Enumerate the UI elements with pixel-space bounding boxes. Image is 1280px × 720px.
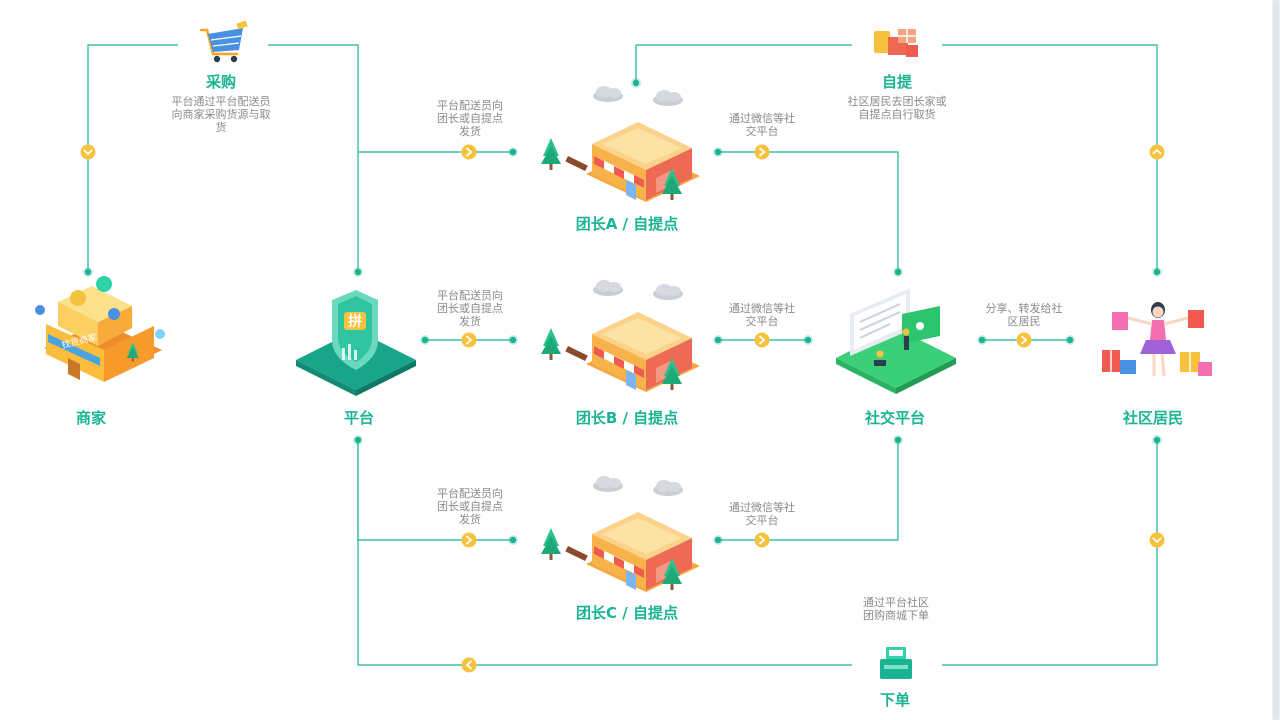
- line-residents-order: [942, 440, 1158, 666]
- desc-deliver-a: 平台配送员向团长或自提点发货: [437, 99, 503, 138]
- merchant-building-icon: [35, 276, 165, 382]
- community-residents-icon: [1102, 302, 1212, 377]
- arrow-right-icon: [1015, 331, 1033, 349]
- node-label-platform: 平台: [343, 409, 375, 427]
- desc-deliver-c: 平台配送员向团长或自提点发货: [437, 487, 503, 526]
- node-label-social: 社交平台: [864, 409, 926, 427]
- arrow-left-icon: [460, 656, 478, 674]
- platform-shield-icon: 拼: [296, 290, 416, 396]
- desc-share: 分享、转发给社区居民: [985, 302, 1063, 328]
- arrow-right-icon: [753, 143, 771, 161]
- node-label-order: 下单: [879, 691, 911, 709]
- leader-c-shop-icon: [541, 476, 700, 592]
- line-pickup-residents: [942, 44, 1158, 272]
- desc-deliver-b: 平台配送员向团长或自提点发货: [437, 289, 503, 328]
- desc-order: 通过平台社区团购商城下单: [863, 596, 929, 622]
- shopping-cart-icon: [199, 20, 248, 63]
- cash-register-icon: [880, 647, 912, 679]
- vertical-scrollbar[interactable]: [1272, 0, 1280, 720]
- desc-wechat-c: 通过微信等社交平台: [729, 501, 795, 527]
- node-label-pickup: 自提: [881, 73, 913, 91]
- gift-boxes-icon: [874, 29, 918, 57]
- line-merchant-purchase: [87, 44, 178, 272]
- line-leader-c-social: [718, 440, 899, 541]
- node-label-leader-a: 团长A / 自提点: [575, 215, 679, 233]
- connector-lines: [87, 44, 1158, 666]
- arrow-right-icon: [460, 143, 478, 161]
- platform-badge: 拼: [348, 313, 362, 330]
- line-leader-a-social: [718, 151, 899, 272]
- node-label-leader-b: 团长B / 自提点: [575, 409, 679, 427]
- node-label-merchant: 商家: [75, 409, 107, 427]
- line-order-platform: [357, 440, 852, 666]
- node-label-leader-c: 团长C / 自提点: [576, 604, 678, 622]
- arrow-down-icon: [1148, 531, 1166, 549]
- desc-wechat-a: 通过微信等社交平台: [729, 112, 795, 138]
- desc-pickup: 社区居民去团长家或自提点自行取货: [847, 95, 947, 121]
- arrow-right-icon: [753, 331, 771, 349]
- node-label-purchase: 采购: [205, 73, 237, 91]
- line-leader-a-pickup: [635, 44, 852, 83]
- arrow-down-icon: [79, 143, 97, 161]
- leader-b-shop-icon: [541, 280, 700, 392]
- arrow-right-icon: [460, 531, 478, 549]
- social-platform-icon: [836, 288, 956, 394]
- line-purchase-platform: [268, 44, 359, 272]
- leader-a-shop-icon: [541, 86, 700, 202]
- desc-purchase: 平台通过平台配送员向商家采购货源与取货: [171, 95, 271, 134]
- arrow-right-icon: [753, 531, 771, 549]
- scrollbar-thumb[interactable]: [1273, 0, 1279, 720]
- arrow-right-icon: [460, 331, 478, 349]
- arrow-up-icon: [1148, 143, 1166, 161]
- node-label-residents: 社区居民: [1122, 409, 1184, 427]
- desc-wechat-b: 通过微信等社交平台: [729, 302, 795, 328]
